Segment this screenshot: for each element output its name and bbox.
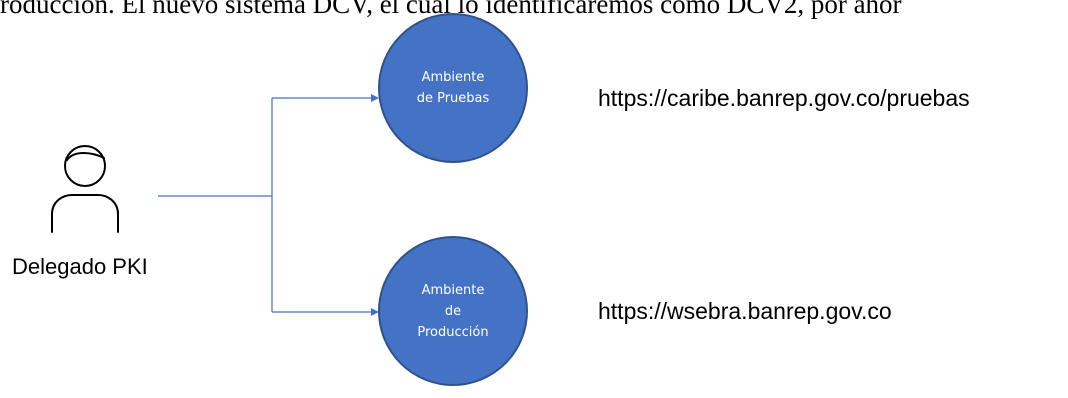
node-label-line: de Pruebas <box>416 91 490 106</box>
node-label-line: Ambiente <box>421 70 485 85</box>
node-label-line: Ambiente <box>421 282 485 298</box>
person-icon <box>51 145 119 233</box>
header-text: roducción. El nuevo sistema DCV, el cual… <box>0 0 902 19</box>
node-label-line: Producción <box>417 324 489 340</box>
url-pruebas: https://caribe.banrep.gov.co/pruebas <box>598 85 970 111</box>
node-ambiente-produccion: Ambiente de Producción <box>378 236 528 386</box>
node-ambiente-pruebas: Ambiente de Pruebas <box>378 13 528 163</box>
url-produccion: https://wsebra.banrep.gov.co <box>598 298 892 324</box>
actor-label: Delegado PKI <box>12 254 148 279</box>
node-label-line: de <box>444 303 462 319</box>
